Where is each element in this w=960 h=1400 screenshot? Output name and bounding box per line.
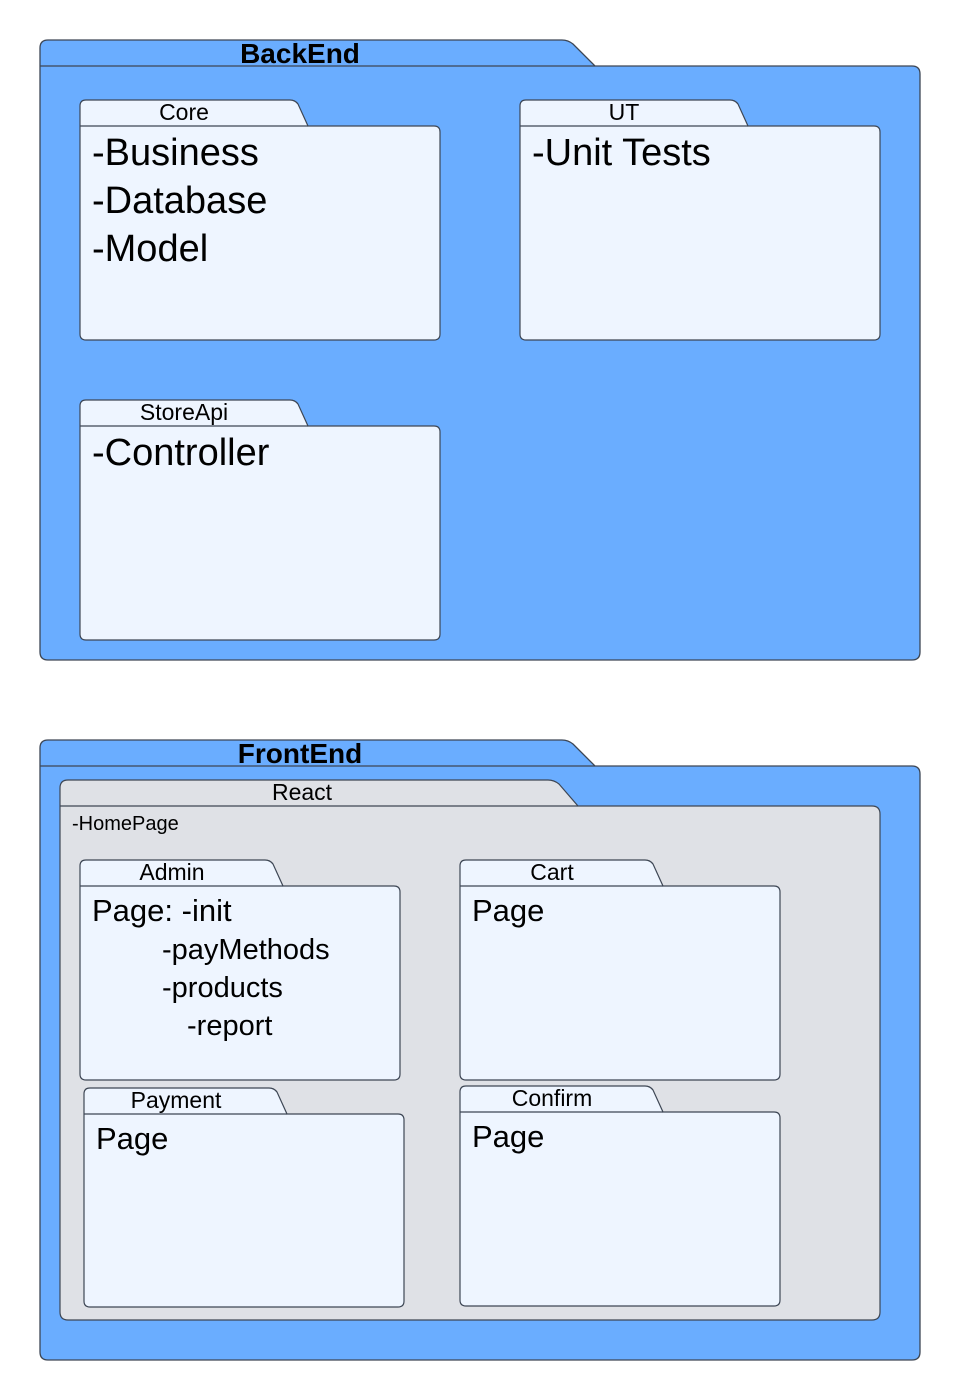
ut-package: [519, 99, 881, 341]
confirm-text: Page: [472, 1119, 545, 1154]
backend-title: BackEnd: [240, 38, 360, 69]
confirm-title: Confirm: [511, 1085, 593, 1111]
admin-title: Admin: [139, 859, 205, 885]
storeapi-items: -Controller: [92, 429, 269, 477]
admin-line: -payMethods: [162, 934, 330, 966]
payment-text: Page: [96, 1121, 169, 1156]
core-title: Core: [159, 99, 209, 125]
ut-items: -Unit Tests: [532, 129, 711, 177]
storeapi-package: [79, 399, 441, 641]
cart-title: Cart: [530, 859, 574, 885]
core-item: -Model: [92, 228, 209, 270]
react-title: React: [271, 779, 333, 805]
confirm-package: [459, 1085, 781, 1307]
cart-text: Page: [472, 893, 545, 928]
ut-item: -Unit Tests: [532, 132, 711, 174]
admin-line: -products: [162, 972, 283, 1004]
admin-line: Page: -init: [92, 893, 232, 928]
frontend-title: FrontEnd: [237, 738, 363, 769]
cart-package: [459, 859, 781, 1081]
admin-package: [79, 859, 401, 1081]
core-items: -Business -Database -Model: [92, 129, 267, 273]
payment-title: Payment: [130, 1087, 222, 1113]
storeapi-title: StoreApi: [139, 399, 229, 425]
core-item: -Business: [92, 132, 259, 174]
react-note: -HomePage: [72, 813, 179, 835]
admin-line: -report: [187, 1010, 273, 1042]
core-item: -Database: [92, 180, 268, 222]
ut-title: UT: [608, 99, 640, 125]
storeapi-item: -Controller: [92, 432, 270, 474]
payment-package: [83, 1087, 405, 1308]
core-package: [79, 99, 441, 341]
